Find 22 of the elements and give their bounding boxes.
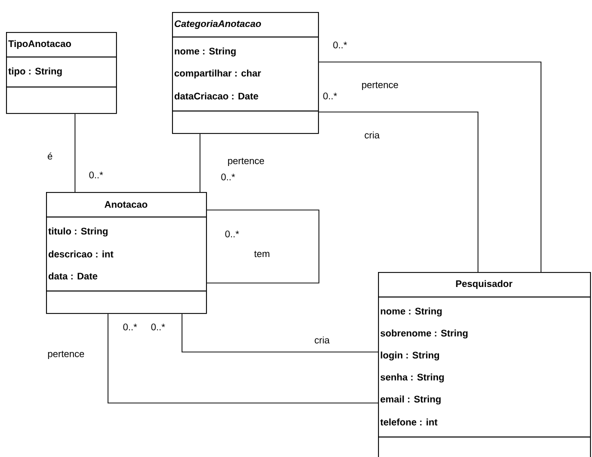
association-line <box>108 314 378 404</box>
multiplicity: 0..* <box>332 40 348 50</box>
association-line <box>182 314 378 352</box>
class-box: TipoAnotacao tipo : String <box>6 32 117 114</box>
multiplicity: 0..* <box>150 322 166 332</box>
class-box: Pesquisador nome : String sobrenome : String login : String senha : String email : String telefone : int <box>378 272 591 457</box>
multiplicity: 0..* <box>88 170 104 180</box>
association-line <box>206 210 320 284</box>
association-name: cria <box>313 336 331 344</box>
class-box: Anotacao titulo : String descricao : int data : Date <box>46 192 207 314</box>
association-name: cria <box>363 130 381 140</box>
class-box: CategoriaAnotacao nome : String compartilhar : char dataCriacao : Date <box>172 12 319 134</box>
multiplicity: 0..* <box>322 92 338 100</box>
association-line <box>318 62 542 272</box>
multiplicity: 0..* <box>220 172 236 182</box>
association-name: pertence <box>360 80 400 92</box>
association-name: pertence <box>226 156 266 168</box>
association-name: pertence <box>46 350 86 360</box>
multiplicity: 0..* <box>224 230 240 238</box>
association-line <box>318 112 478 272</box>
association-line <box>74 114 76 192</box>
multiplicity: 0..* <box>122 322 138 332</box>
